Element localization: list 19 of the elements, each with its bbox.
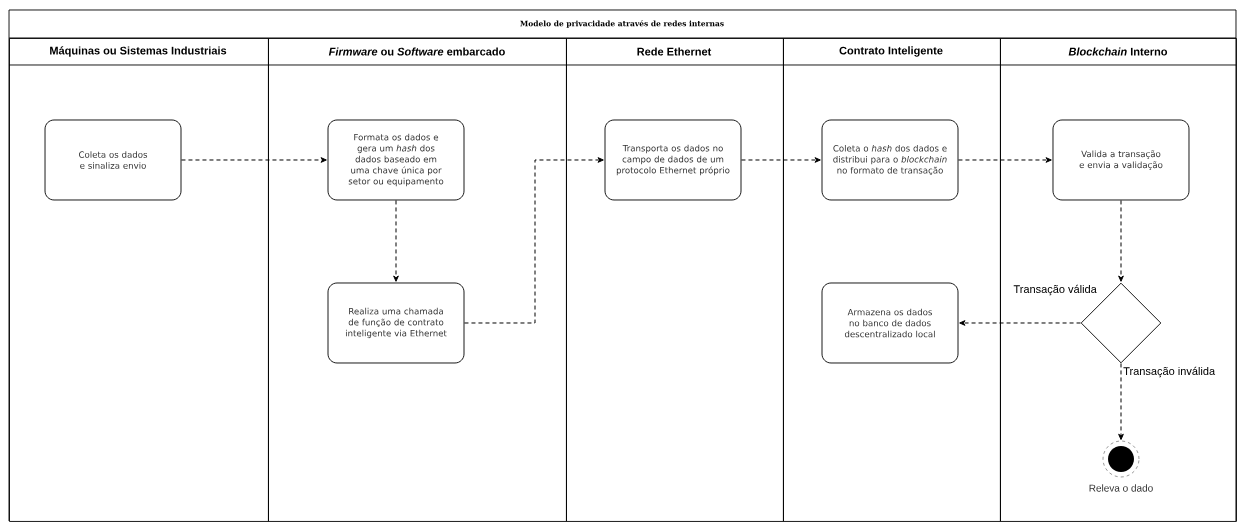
arrow xyxy=(180,157,327,163)
arrow xyxy=(959,320,1082,326)
process-box: Transporta os dados no campo de dados de um protocolo Ethernet próprio xyxy=(604,119,742,201)
process-box: Coleta os dados e sinaliza envio xyxy=(44,119,182,201)
edge-label: Transação válida xyxy=(1012,283,1098,297)
edge-label: Transação inválida xyxy=(1122,365,1217,379)
arrow xyxy=(740,157,821,163)
end-circle xyxy=(1102,440,1140,478)
process-box: Realiza uma chamada de função de contrato inteligente via Ethernet xyxy=(327,282,465,364)
process-box: Valida a transação e envia a validação xyxy=(1052,119,1190,201)
arrow xyxy=(1118,362,1124,441)
process-box: Coleta o hash dos dados e distribui para o blockchain no formato de transação xyxy=(821,119,959,201)
arrow xyxy=(393,199,399,282)
process-box: Armazena os dados no banco de dados descentralizado local xyxy=(821,282,959,364)
arrow xyxy=(957,157,1052,163)
process-box: Formata os dados e gera um hash dos dados baseado em uma chave única por setor ou equipamento xyxy=(327,119,465,201)
arrow xyxy=(1118,199,1124,282)
node-caption: Releva o dado xyxy=(1089,484,1153,492)
arrow xyxy=(463,157,604,324)
